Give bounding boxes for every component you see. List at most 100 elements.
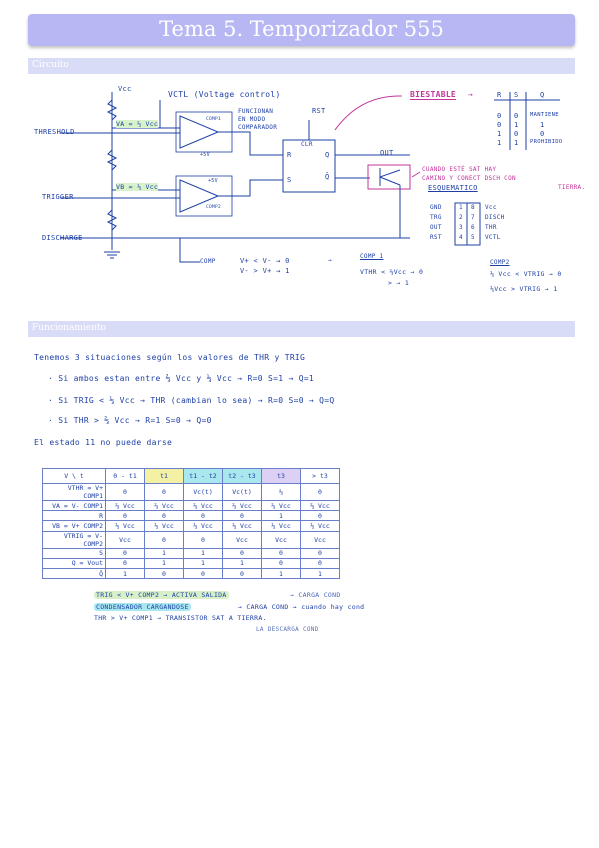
table-cell: 1 (183, 557, 223, 569)
row-label: VB = V+ COMP2 (42, 520, 106, 532)
pin-label-right: VCTL (485, 234, 501, 241)
table-cell: 0 (222, 510, 262, 522)
comp1-rule-1: VTHR < ⅔Vcc → 0 (360, 268, 424, 276)
pin-label-right: Vcc (485, 204, 497, 211)
table-cell: 0 (183, 530, 223, 549)
comparator-1-symbol (179, 115, 220, 149)
biestable-cell: 0 (514, 130, 519, 138)
table-cell: ⅔ Vcc (261, 499, 301, 512)
pin-label-left: OUT (430, 224, 442, 231)
table-row: VB = V+ COMP2 ⅓ Vcc ⅓ Vcc ⅓ Vcc ⅓ Vcc ⅓ … (42, 520, 340, 532)
transistor-highlight (367, 164, 411, 190)
biestable-cell: 0 (497, 112, 502, 120)
biestable-head-q: Q (540, 91, 545, 99)
comp1-to-r-wire (218, 131, 283, 156)
pin-number-right: 7 (471, 214, 475, 221)
pin-number-left: 3 (459, 224, 463, 231)
table-cell: 0 (300, 557, 340, 569)
state-table-column: t1 - t2 (183, 468, 223, 484)
ff-q-label: Q (325, 151, 330, 159)
biestable-cell: 1 (514, 139, 519, 147)
state-table-header: V \ t 0 - t1 t1 t1 - t2 t2 - t3 t3 > t3 (42, 468, 340, 484)
row-label: VTHR = V+ COMP1 (42, 483, 106, 501)
state-table-column: > t3 (300, 468, 340, 484)
biestable-arrow (334, 95, 403, 131)
biestable-head-r: R (497, 91, 502, 99)
note-tail-2: → CARGA COND → cuando hay cond (238, 603, 365, 611)
section-header-circuit: Circuito (28, 58, 575, 74)
table-cell: 0 (300, 547, 340, 559)
comp-label: COMP (200, 258, 216, 265)
table-cell: ⅔ Vcc (300, 499, 340, 512)
biestable-cell: MANTIENE (530, 112, 559, 118)
table-cell: ⅓ Vcc (144, 520, 184, 532)
operation-case-2: · Si TRIG < ⅓ Vcc → THR (cambian lo sea)… (48, 396, 335, 405)
plus5v-top-label: +5V (200, 152, 210, 158)
comparador-label: COMPARADOR (238, 124, 278, 131)
esquematico-label: ESQUEMATICO (428, 184, 478, 192)
biestable-head-s: S (514, 91, 519, 99)
biestable-cell: 1 (514, 121, 519, 129)
table-cell: ⅔ Vcc (144, 499, 184, 512)
vcc-label: Vcc (118, 85, 132, 93)
comp2-title: COMP2 (490, 259, 510, 266)
table-row: R 0 0 0 0 1 0 (42, 510, 340, 522)
table-cell: ⅓ Vcc (105, 520, 145, 532)
vctl-label: VCTL (Voltage control) (168, 90, 281, 99)
table-cell: ⅓ Vcc (183, 520, 223, 532)
table-cell: 0 (183, 567, 223, 580)
ff-r-label: R (287, 151, 292, 159)
table-cell: 0 (222, 547, 262, 559)
operation-case-3: · Si THR > ⅔ Vcc → R=1 S=0 → Q=0 (48, 416, 212, 425)
pin-number-left: 1 (459, 204, 463, 211)
note-highlight-1: TRIG < V+ COMP2 → ACTIVA SALIDA (94, 591, 229, 599)
biestable-cell: 1 (497, 139, 502, 147)
state-table-column: t1 (144, 468, 184, 484)
table-cell: 0 (144, 483, 184, 501)
row-label: VTRIG = V- COMP2 (42, 530, 106, 549)
row-label: Q̄ (42, 567, 106, 580)
row-label: VA = V- COMP1 (42, 499, 106, 512)
table-cell: 0 (300, 510, 340, 522)
state-table-corner: V \ t (42, 468, 106, 484)
note-highlight-2: CONDENSADOR CARGANDOSE (94, 603, 191, 611)
table-cell: ⅔ Vcc (222, 499, 262, 512)
note-tail-1: → CARGA COND (290, 591, 341, 599)
trigger-label: TRIGGER (42, 193, 74, 201)
biestable-cell: 0 (514, 112, 519, 120)
pin-number-left: 2 (459, 214, 463, 221)
row-label: R (42, 510, 106, 522)
comp2-label: COMP2 (206, 205, 222, 210)
table-cell: ⅓ Vcc (300, 520, 340, 532)
table-cell: Vc(t) (183, 483, 223, 501)
table-row: Q̄ 1 0 0 0 1 1 (42, 567, 340, 580)
comp1-label: COMP1 (206, 117, 222, 122)
pin-number-right: 5 (471, 234, 475, 241)
comparator-2-symbol (179, 179, 220, 213)
table-row: S 0 1 1 0 0 0 (42, 547, 340, 559)
threshold-label: THRESHOLD (34, 128, 75, 136)
comp-output-arrow (179, 238, 200, 263)
ff-s-label: S (287, 176, 292, 184)
resistor-top (106, 99, 118, 121)
comp2-to-s-wire (218, 179, 283, 197)
biestable-cell: PROHIBIDO (530, 139, 563, 145)
en-modo-label: EN MODO (238, 116, 266, 123)
row-label: S (42, 547, 106, 559)
section-header-operation: Funcionamiento (28, 321, 575, 337)
pin-number-left: 4 (459, 234, 463, 241)
table-cell: 0 (261, 547, 301, 559)
comp1-rule-2: > → 1 (388, 279, 410, 287)
note-line-1: CUANDO ESTÉ SAT HAY (422, 166, 497, 173)
state-table: V \ t 0 - t1 t1 t1 - t2 t2 - t3 t3 > t3 … (42, 468, 340, 580)
table-cell: Vcc (222, 530, 262, 549)
comp1-title: COMP 1 (360, 253, 384, 260)
table-row: Q = Vout 0 1 1 1 0 0 (42, 557, 340, 569)
table-cell: ⅓ Vcc (261, 520, 301, 532)
table-cell: Vcc (261, 530, 301, 549)
ff-qbar-label: Q̄ (325, 173, 330, 181)
operation-case-1: · Si ambos estan entre ⅔ Vcc y ⅓ Vcc → R… (48, 374, 315, 383)
table-cell: 1 (105, 567, 145, 580)
row-label: Q = Vout (42, 557, 106, 569)
